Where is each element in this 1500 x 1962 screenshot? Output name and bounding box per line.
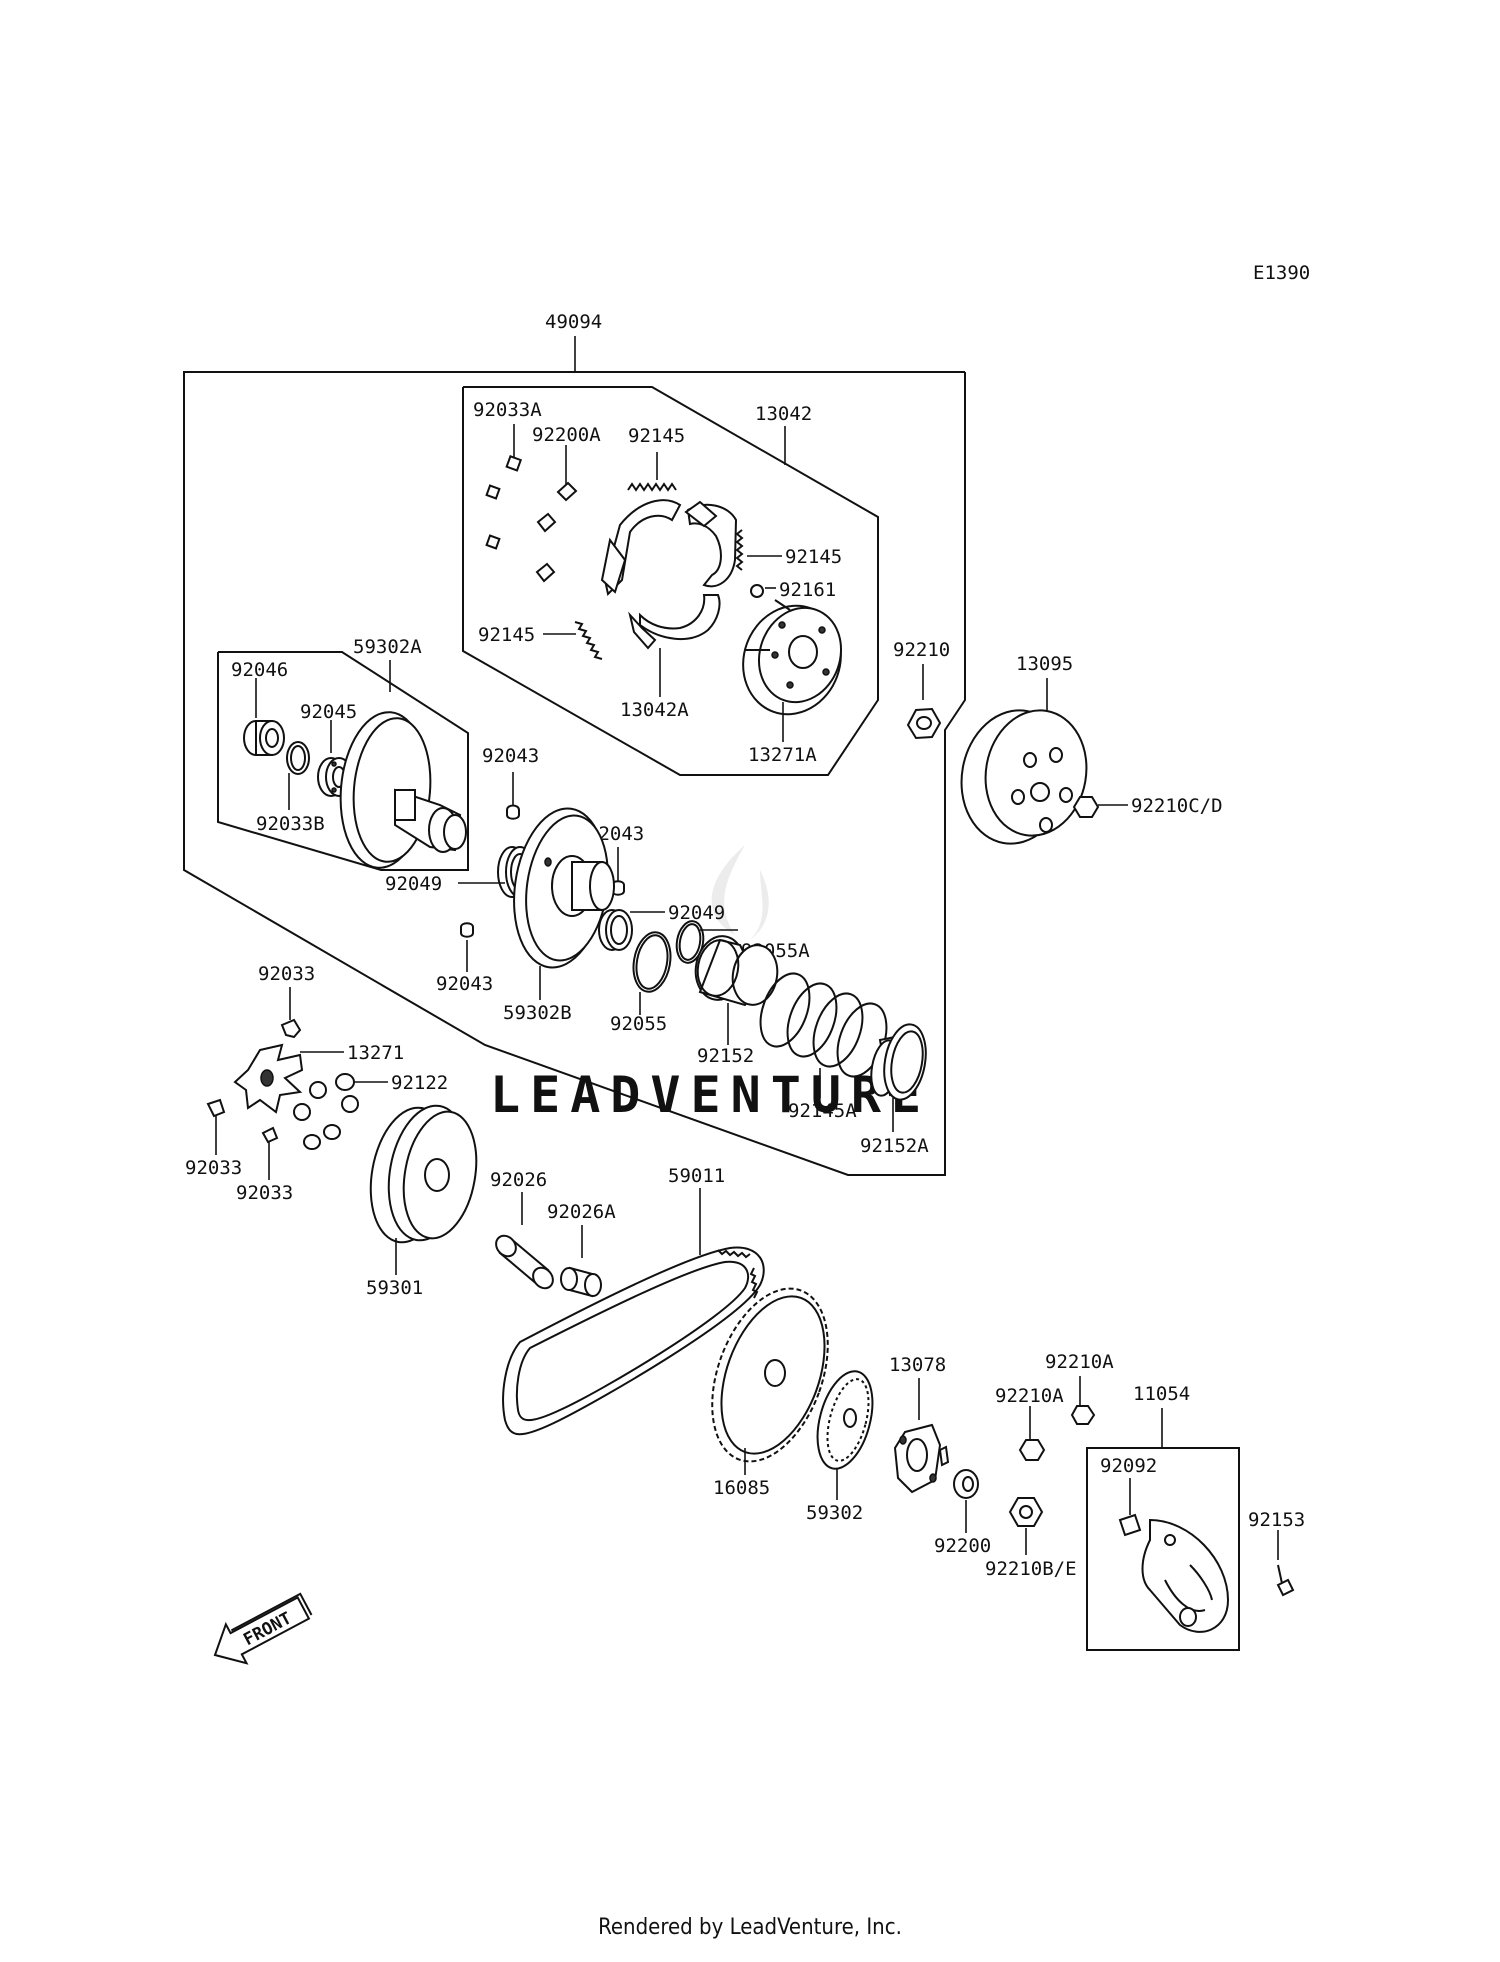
label-49094: 49094 [545, 311, 602, 333]
watermark: LEADVENTURE [490, 1066, 931, 1124]
oring-92055A-icon [675, 920, 738, 964]
label-92153: 92153 [1248, 1509, 1305, 1531]
collar-92152A-icon [870, 1023, 927, 1132]
label-59302: 59302 [806, 1502, 863, 1524]
nut-92210A-mid-icon [1018, 1406, 1046, 1461]
label-59301: 59301 [366, 1277, 423, 1299]
label-13042A: 13042A [620, 699, 689, 721]
spring-92145-top-icon [627, 452, 677, 492]
label-13078: 13078 [889, 1354, 946, 1376]
ring-92049-right-icon [598, 909, 665, 951]
label-16085: 16085 [713, 1477, 770, 1499]
movable-sheave-59302A-icon [339, 711, 467, 869]
drive-pulley-59301-icon [369, 1104, 478, 1275]
clip-92033-low-icon [261, 1126, 279, 1180]
collar-92026-icon [495, 1192, 554, 1290]
label-59302B: 59302B [503, 1002, 572, 1024]
nut-92210BE-icon [1008, 1497, 1044, 1555]
label-13095: 13095 [1016, 653, 1073, 675]
clutch-shoe-13042A-icon [600, 499, 738, 697]
label-92033A: 92033A [473, 399, 542, 421]
label-92210A-mid: 92210A [995, 1385, 1064, 1407]
spring-92145-lower-icon [543, 621, 603, 660]
starter-13078-icon [893, 1378, 950, 1494]
clutch-drum-13095-icon [960, 678, 1088, 845]
label-92033B: 92033B [256, 813, 325, 835]
assembly-49094-frame [183, 336, 966, 1176]
label-13271: 13271 [347, 1042, 404, 1064]
label-92210A-top: 92210A [1045, 1351, 1114, 1373]
label-92145-right: 92145 [785, 546, 842, 568]
pin-92043-top-icon [506, 772, 520, 820]
assembly-13042-frame [462, 386, 879, 776]
label-92026: 92026 [490, 1169, 547, 1191]
nut-92210A-top-icon [1070, 1376, 1096, 1425]
label-92033-top: 92033 [258, 963, 315, 985]
nut-92210CD-icon [1072, 796, 1128, 818]
label-92049-right: 92049 [668, 902, 725, 924]
label-13271A: 13271A [748, 744, 817, 766]
collar-92152-icon [694, 935, 779, 1045]
label-92043-top: 92043 [482, 745, 539, 767]
label-59011: 59011 [668, 1165, 725, 1187]
nut-92210-icon [906, 664, 942, 740]
spring-92145-right-icon [735, 529, 782, 571]
label-11054: 11054 [1133, 1383, 1190, 1405]
watermark-flame-icon [711, 845, 769, 940]
label-92210: 92210 [893, 639, 950, 661]
pin-92043-low-icon [460, 922, 474, 972]
belt-59011-icon [502, 1188, 765, 1436]
ramp-plate-13271-icon [233, 1043, 344, 1114]
bearing-92046-icon [243, 678, 285, 756]
label-92055: 92055 [610, 1013, 667, 1035]
oring-92055-icon [632, 931, 672, 1015]
washer-92200-icon [953, 1469, 979, 1533]
label-92152: 92152 [697, 1045, 754, 1067]
clip-92033-top-icon [280, 987, 302, 1039]
collar-92026A-icon [560, 1225, 602, 1298]
label-92092: 92092 [1100, 1455, 1157, 1477]
slider-92122-icon [293, 1073, 388, 1150]
label-92033-left: 92033 [185, 1157, 242, 1179]
label-92152A: 92152A [860, 1135, 929, 1157]
label-92145A: 92145A [788, 1100, 857, 1122]
label-13042: 13042 [755, 403, 812, 425]
label-92122: 92122 [391, 1072, 448, 1094]
label-92043-low: 92043 [436, 973, 493, 995]
label-92200A: 92200A [532, 424, 601, 446]
washer-92200A-icon [535, 445, 578, 583]
label-92210CD: 92210C/D [1131, 795, 1223, 817]
clutch-plate-13271A-icon [742, 599, 843, 742]
label-92210BE: 92210B/E [985, 1558, 1077, 1580]
diagram-code: E1390 [1253, 262, 1310, 284]
assembly-11054-frame [1086, 1408, 1240, 1651]
label-92049-left: 92049 [385, 873, 442, 895]
label-59302A: 59302A [353, 636, 422, 658]
label-92033-low: 92033 [236, 1182, 293, 1204]
fixed-sheave-59302B-icon [513, 807, 615, 1000]
circlip-92033B-icon [286, 741, 310, 810]
assembly-59302A-frame [217, 651, 469, 871]
label-92145-lower: 92145 [478, 624, 535, 646]
fan-59302-icon [816, 1370, 874, 1500]
bracket-11054-icon [1118, 1478, 1230, 1633]
pin-92161-icon [750, 584, 776, 598]
clip-92033A-icon [485, 424, 523, 550]
label-92145-top: 92145 [628, 425, 685, 447]
bolt-92153-icon [1276, 1530, 1295, 1597]
label-92200: 92200 [934, 1535, 991, 1557]
clip-92033-left-icon [206, 1098, 226, 1155]
label-92026A: 92026A [547, 1201, 616, 1223]
render-credit: Rendered by LeadVenture, Inc. [598, 1915, 902, 1940]
label-92046: 92046 [231, 659, 288, 681]
label-92161: 92161 [779, 579, 836, 601]
front-arrow-icon: FRONT [213, 1592, 313, 1665]
sprocket-16085-icon [711, 1287, 829, 1475]
label-92045: 92045 [300, 701, 357, 723]
